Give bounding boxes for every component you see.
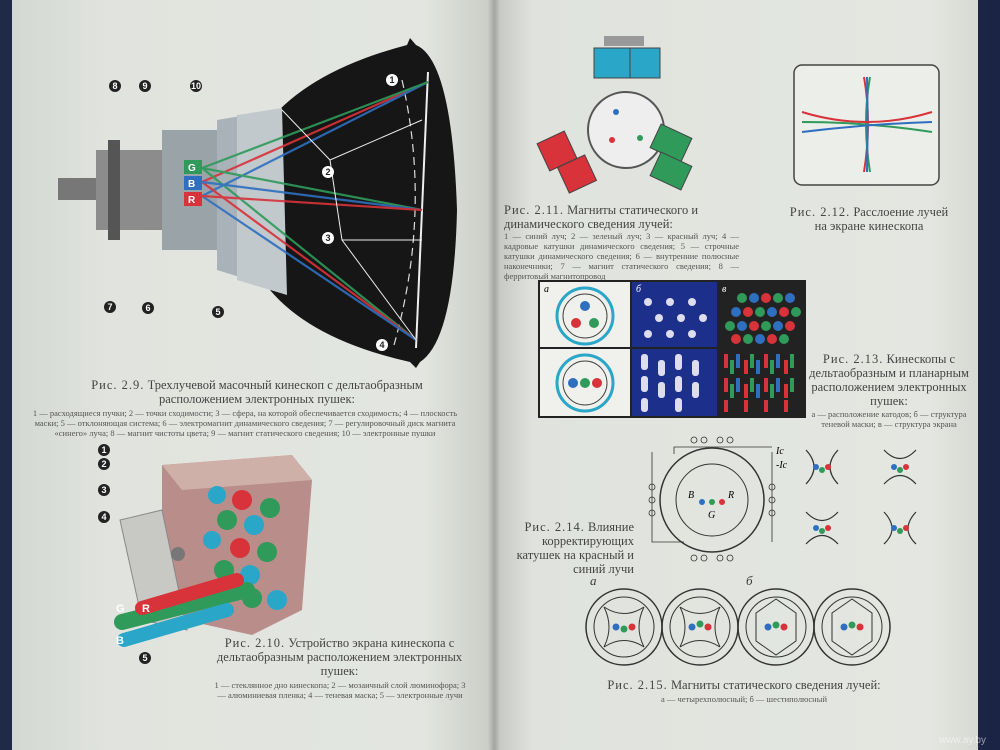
callout-5: 5 — [215, 307, 220, 317]
left-page: G B R 8 9 10 7 6 5 1 2 3 4 Рис. 2.9. Тре… — [12, 0, 494, 750]
fig-number: Рис. 2.9. — [91, 378, 145, 392]
figure-2-14-correction-coils: Iс -Iс B G R — [648, 436, 917, 562]
right-page: Рис. 2.11. Магниты статического и динами… — [494, 0, 978, 750]
gun-label-b: B — [188, 179, 195, 190]
fig-number: Рис. 2.13. — [822, 352, 884, 366]
fig-number: Рис. 2.12. — [789, 205, 851, 219]
figure-2-12-beam-splitting — [793, 64, 940, 186]
panel-label-v: в — [722, 284, 727, 295]
beam-label-r: R — [727, 490, 734, 501]
beam-label-g: G — [116, 603, 125, 615]
current-label-ic: Iс — [775, 446, 784, 457]
figure-2-10-screen: G R B 1 2 3 4 5 — [98, 444, 312, 664]
fig-2-10-caption: Рис. 2.10. Устройство экрана кинескопа с… — [207, 636, 472, 678]
callout-2: 2 — [325, 167, 330, 177]
callout-1: 1 — [101, 445, 106, 455]
gun-label-g: G — [188, 163, 196, 174]
fig-title: Трехлучевой масочный кинескоп с дельтаоб… — [147, 378, 423, 406]
beam-label-b: B — [116, 635, 124, 647]
fig-2-13-legend: а — расположение катодов; б — структура … — [811, 409, 967, 429]
fig-2-15-legend: а — четырехполюсный; б — шестиполюсный — [660, 694, 827, 704]
callout-10: 10 — [191, 81, 201, 91]
group-label-b: б — [746, 573, 753, 588]
fig-2-13-caption: Рис. 2.13. Кинескопы с дельтаобразным и … — [809, 352, 969, 408]
fig-number: Рис. 2.14. — [524, 520, 585, 534]
panel-label-b: б — [636, 284, 642, 295]
group-label-a: а — [590, 573, 597, 588]
fig-title: Расслоение лучей на экране кинескопа — [814, 205, 949, 233]
fig-2-11-legend: 1 — синий луч; 2 — зеленый луч; 3 — крас… — [504, 231, 739, 281]
watermark: www.ay.by — [938, 735, 986, 746]
callout-3: 3 — [101, 485, 106, 495]
book-gutter — [488, 0, 500, 750]
callout-9: 9 — [142, 81, 147, 91]
fig-2-9-legend: 1 — расходящиеся пучки; 2 — точки сходим… — [32, 408, 458, 438]
callout-2: 2 — [101, 459, 106, 469]
callout-7: 7 — [107, 302, 112, 312]
fig-2-14-caption: Рис. 2.14. Влияние корректирующих катуше… — [516, 520, 634, 576]
callout-3: 3 — [325, 233, 330, 243]
figure-2-13-kinescope-layouts: а б в — [538, 280, 806, 418]
fig-2-10-legend: 1 — стеклянное дно кинескопа; 2 — мозаич… — [214, 680, 466, 700]
gun-label-r: R — [188, 195, 196, 206]
callout-6: 6 — [145, 303, 150, 313]
figure-2-15-static-magnets — [585, 588, 891, 666]
beam-label-r: R — [142, 603, 150, 615]
figure-2-11-convergence-magnets — [536, 36, 693, 194]
fig-title: Магниты статического и динамического све… — [504, 203, 699, 231]
fig-2-9-caption: Рис. 2.9. Трехлучевой масочный кинескоп … — [52, 378, 462, 406]
fig-title: Кинескопы с дельтаобразным и планарным р… — [809, 352, 969, 408]
callout-5: 5 — [142, 653, 147, 663]
fig-number: Рис. 2.15. — [607, 678, 668, 692]
fig-number: Рис. 2.11. — [504, 203, 564, 217]
callout-8: 8 — [112, 81, 117, 91]
callout-1: 1 — [389, 75, 394, 85]
callout-4: 4 — [379, 340, 384, 350]
beam-label-b: B — [688, 490, 694, 501]
figure-2-9-kinescope: G B R 8 9 10 7 6 5 1 2 3 4 — [58, 38, 457, 368]
fig-2-11-caption: Рис. 2.11. Магниты статического и динами… — [504, 203, 739, 231]
panel-label-a: а — [544, 284, 549, 295]
fig-2-15-caption: Рис. 2.15. Магниты статического сведения… — [594, 678, 894, 692]
fig-2-12-caption: Рис. 2.12. Расслоение лучей на экране ки… — [784, 205, 954, 233]
fig-title: Устройство экрана кинескопа с дельтаобра… — [216, 636, 463, 678]
current-label-neg-ic: -Iс — [776, 460, 788, 471]
fig-title: Влияние корректирующих катушек на красны… — [516, 520, 634, 576]
callout-4: 4 — [101, 512, 106, 522]
fig-number: Рис. 2.10. — [224, 636, 286, 650]
fig-title: Магниты статического сведения лучей: — [670, 678, 881, 692]
beam-label-g: G — [708, 510, 715, 521]
